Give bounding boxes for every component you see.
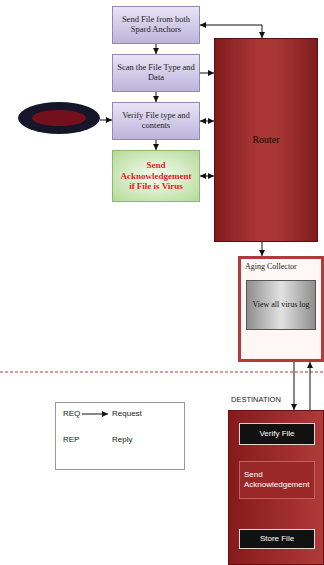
- legend-text: Request: [112, 409, 142, 419]
- box-text: Scan the File Type and Data: [117, 63, 195, 83]
- divider-line: [0, 371, 324, 372]
- legend-arrow: [82, 414, 108, 415]
- process-box: Send Acknowledgement: [239, 461, 315, 499]
- destination-panel: DESTINATIONVerify FileSend Acknowledgeme…: [228, 410, 324, 565]
- connector-arrow: [156, 92, 157, 102]
- source-ellipse: [18, 102, 100, 134]
- connector-arrow: [310, 362, 311, 410]
- panel-heading: Aging Collector: [245, 262, 317, 272]
- connector-arrow: [200, 176, 214, 177]
- panel-heading: DESTINATION: [229, 395, 283, 404]
- connector-arrow: [294, 362, 295, 410]
- box-text: Store File: [260, 534, 294, 544]
- legend-text: REQ: [63, 409, 80, 419]
- log-box: View all virus log: [246, 280, 316, 330]
- process-box: Scan the File Type and Data: [112, 54, 200, 92]
- box-text: Router: [252, 134, 279, 146]
- connector-arrow: [200, 73, 214, 74]
- box-text: Verify File: [259, 429, 294, 439]
- source-line: [100, 120, 112, 121]
- box-text: Send File from both Spard Anchors: [117, 15, 195, 35]
- process-box: Verify File: [239, 423, 315, 445]
- alert-box: Send Acknowledgement if File is Virus: [112, 150, 200, 202]
- box-text: Send Acknowledgement: [244, 470, 310, 489]
- legend-text: REP: [63, 435, 79, 445]
- source-ellipse-core: [32, 110, 86, 126]
- box-text: Verify File type and contents: [117, 111, 195, 131]
- legend-text: Reply: [112, 435, 132, 445]
- process-box: Verify File type and contents: [112, 102, 200, 140]
- connector-arrow: [200, 121, 214, 122]
- collector-panel: Aging CollectorView all virus log: [238, 256, 324, 362]
- connector-arrow: [262, 242, 263, 256]
- connector-arrow: [156, 44, 157, 54]
- connector-arrow: [156, 140, 157, 150]
- box-text: Send Acknowledgement if File is Virus: [117, 160, 195, 191]
- connector-arrow: [200, 25, 262, 38]
- router-box: Router: [214, 38, 318, 242]
- process-box: Send File from both Spard Anchors: [112, 6, 200, 44]
- box-text: View all virus log: [252, 300, 309, 310]
- process-box: Store File: [239, 529, 315, 549]
